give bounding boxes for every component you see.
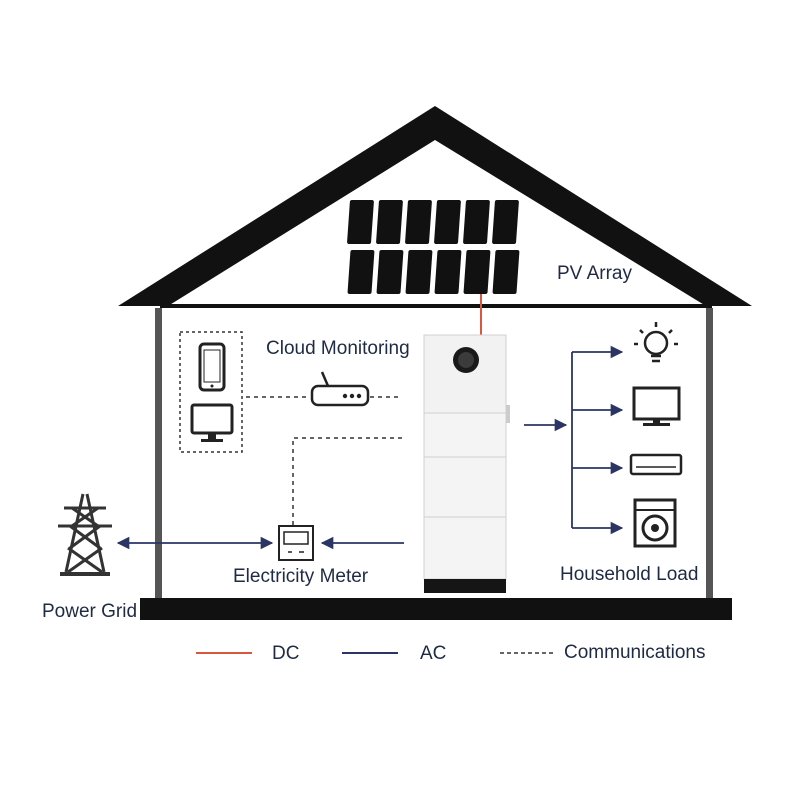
legend-ac-label: AC — [420, 643, 447, 664]
router-icon — [310, 371, 370, 407]
legend-dc-label: DC — [272, 643, 300, 664]
house-roof — [118, 106, 752, 306]
monitoring-devices-box — [179, 331, 243, 453]
label-power-grid: Power Grid — [42, 601, 138, 622]
monitor-icon — [190, 403, 234, 442]
legend-communications-label: Communications — [564, 642, 706, 663]
house-walls — [155, 304, 713, 600]
electricity-meter-icon — [278, 525, 314, 561]
label-pv-array: PV Array — [557, 263, 632, 284]
communication-lines — [246, 396, 402, 525]
label-electricity-meter: Electricity Meter — [233, 566, 369, 587]
air-conditioner-icon — [629, 453, 683, 476]
washing-machine-icon — [633, 498, 677, 548]
solar-panel-array — [347, 200, 520, 294]
television-icon — [632, 386, 681, 426]
light-bulb-icon — [634, 322, 678, 363]
power-grid-tower-icon — [58, 493, 112, 576]
house-floor — [140, 598, 732, 620]
ac-lines — [116, 345, 624, 550]
inverter-battery-stack — [423, 334, 510, 593]
label-household-load: Household Load — [560, 564, 699, 585]
smartphone-icon — [198, 342, 226, 392]
label-cloud-monitoring: Cloud Monitoring — [266, 338, 410, 359]
